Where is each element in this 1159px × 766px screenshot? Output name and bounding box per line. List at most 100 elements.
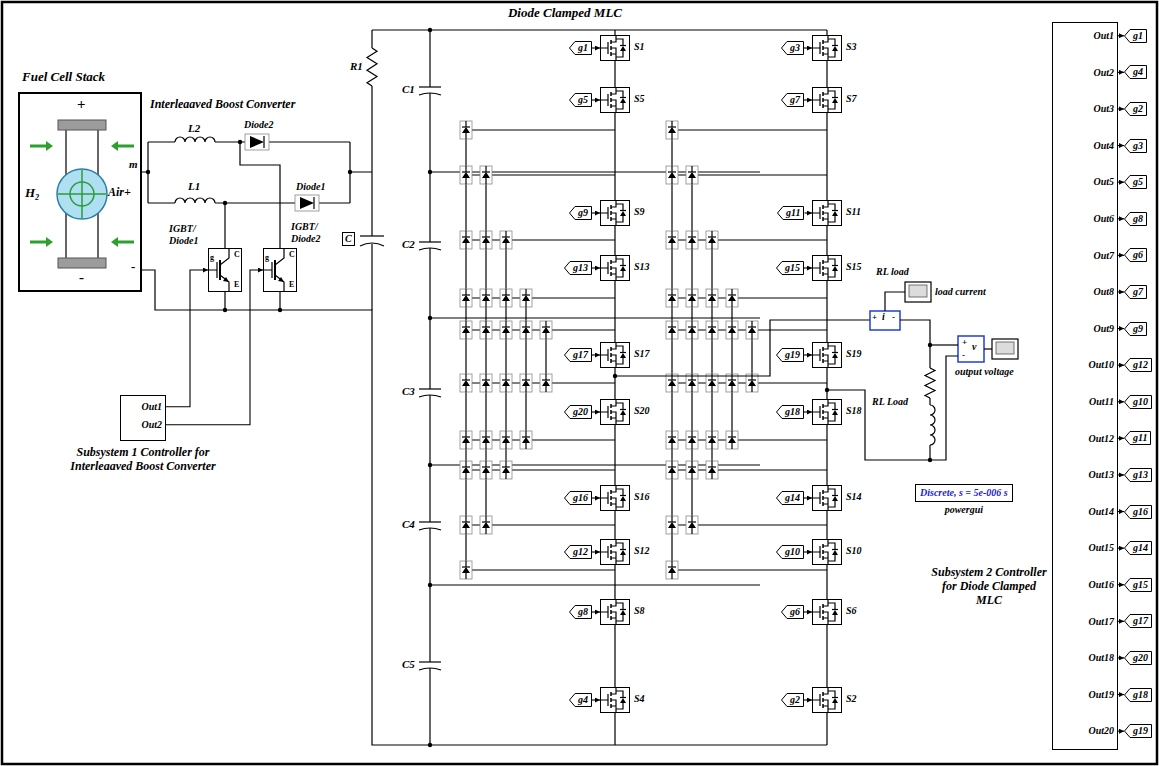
current-measurement bbox=[870, 311, 900, 330]
clamp-diode bbox=[482, 436, 490, 437]
junction-dot bbox=[223, 308, 227, 312]
clamp-diode bbox=[688, 236, 696, 237]
clamp-diode bbox=[502, 467, 510, 473]
block-graphic bbox=[601, 688, 629, 712]
clamp-diode bbox=[708, 380, 716, 386]
tag-outline bbox=[1125, 359, 1152, 372]
clamp-diode-block bbox=[746, 374, 758, 392]
terminal-sign: + bbox=[962, 337, 967, 347]
body-diode bbox=[620, 265, 626, 266]
scope-screen bbox=[909, 285, 927, 297]
clamp-diode-block bbox=[666, 374, 678, 392]
wire bbox=[929, 445, 930, 460]
body-diode bbox=[620, 549, 626, 550]
tag-outline bbox=[1125, 176, 1147, 189]
mosfet-terminals bbox=[611, 688, 616, 712]
gate-from-tag: g16 bbox=[564, 491, 592, 505]
junction-dot bbox=[278, 308, 282, 312]
clamp-diode bbox=[482, 379, 490, 380]
wire bbox=[429, 395, 430, 522]
gate-from-tag: g1 bbox=[569, 41, 592, 55]
signal-line bbox=[1118, 35, 1124, 36]
clamp-diode bbox=[688, 326, 696, 327]
switch-label: S6 bbox=[846, 605, 857, 617]
clamp-diode-block bbox=[686, 166, 698, 184]
clamp-diode bbox=[688, 437, 696, 443]
clamp-wire bbox=[671, 130, 672, 570]
gate-from-tag: g8 bbox=[569, 605, 592, 619]
capacitor-symbol bbox=[360, 243, 384, 246]
clamp-diode bbox=[482, 172, 490, 178]
clamp-diode bbox=[462, 295, 470, 301]
clamp-wire bbox=[466, 569, 615, 570]
gate-goto-tag: g16 bbox=[1124, 505, 1152, 519]
mosfet-switch: S4 bbox=[600, 687, 630, 713]
port-label: Out17 bbox=[1088, 616, 1114, 628]
tag-outline bbox=[1125, 66, 1147, 79]
tag-label: g13 bbox=[1133, 469, 1148, 481]
signal-line bbox=[1118, 255, 1124, 256]
switch-label: S17 bbox=[634, 348, 650, 360]
inductor-symbol bbox=[175, 137, 215, 142]
component-label: IGBT/ Diode2 bbox=[291, 221, 331, 244]
clamp-diode bbox=[462, 522, 470, 528]
clamp-diode bbox=[482, 327, 490, 333]
tag-outline bbox=[570, 207, 592, 220]
signal-line bbox=[804, 212, 812, 213]
junction-dot bbox=[428, 583, 432, 587]
tag-outline bbox=[778, 207, 804, 220]
block-title: Fuel Cell Stack bbox=[22, 70, 105, 85]
tag-label: g11 bbox=[786, 207, 800, 219]
clamp-diode bbox=[728, 326, 736, 327]
clamp-diode bbox=[708, 466, 716, 467]
body-diode bbox=[832, 609, 838, 610]
tag-label: g15 bbox=[1133, 579, 1148, 591]
gas-arrow bbox=[118, 241, 134, 244]
clamp-diode-block bbox=[480, 516, 492, 534]
port-label: Out12 bbox=[1088, 433, 1114, 445]
mosfet-gate bbox=[601, 349, 608, 361]
body-diode bbox=[832, 549, 838, 550]
block-graphic bbox=[1053, 23, 1117, 749]
clamp-diode bbox=[542, 326, 550, 327]
switch-label: S2 bbox=[846, 693, 857, 705]
tag-label: g20 bbox=[1133, 652, 1148, 664]
mosfet-gate bbox=[813, 349, 820, 361]
tag-label: g16 bbox=[573, 492, 588, 504]
clamp-diode-block bbox=[666, 166, 678, 184]
clamp-diode bbox=[708, 379, 716, 380]
clamp-diode bbox=[728, 437, 736, 443]
clamp-diode bbox=[668, 567, 676, 573]
mosfet-gate bbox=[601, 262, 608, 274]
mosfet-switch: S11 bbox=[812, 200, 842, 226]
signal-line bbox=[592, 411, 600, 412]
tag-label: g5 bbox=[578, 94, 588, 106]
terminal-sign: + bbox=[77, 96, 86, 113]
gate-goto-tag: g18 bbox=[1124, 688, 1152, 702]
clamp-diode bbox=[462, 127, 470, 133]
clamp-diode bbox=[462, 466, 470, 467]
signal-line bbox=[804, 699, 812, 700]
signal-line bbox=[1118, 584, 1124, 585]
clamp-diode-block bbox=[706, 461, 718, 479]
mosfet-terminals bbox=[823, 688, 828, 712]
signal-line bbox=[166, 270, 208, 407]
clamp-diode bbox=[462, 380, 470, 386]
switch-label: S18 bbox=[846, 405, 862, 417]
junction-dot bbox=[223, 201, 227, 205]
signal-line bbox=[592, 354, 600, 355]
diode-symbol bbox=[250, 136, 264, 148]
body-diode bbox=[832, 98, 838, 103]
clamp-diode-block bbox=[746, 321, 758, 339]
body-diode bbox=[620, 496, 626, 501]
junction-dot bbox=[613, 374, 617, 378]
switch-string bbox=[614, 30, 615, 745]
clamp-diode-block bbox=[500, 374, 512, 392]
clamp-diode bbox=[688, 521, 696, 522]
mosfet-switch: S15 bbox=[812, 255, 842, 281]
tag-outline bbox=[1125, 432, 1151, 445]
cell-core bbox=[70, 182, 94, 206]
clamp-diode-block bbox=[480, 374, 492, 392]
body-diode bbox=[832, 495, 838, 496]
